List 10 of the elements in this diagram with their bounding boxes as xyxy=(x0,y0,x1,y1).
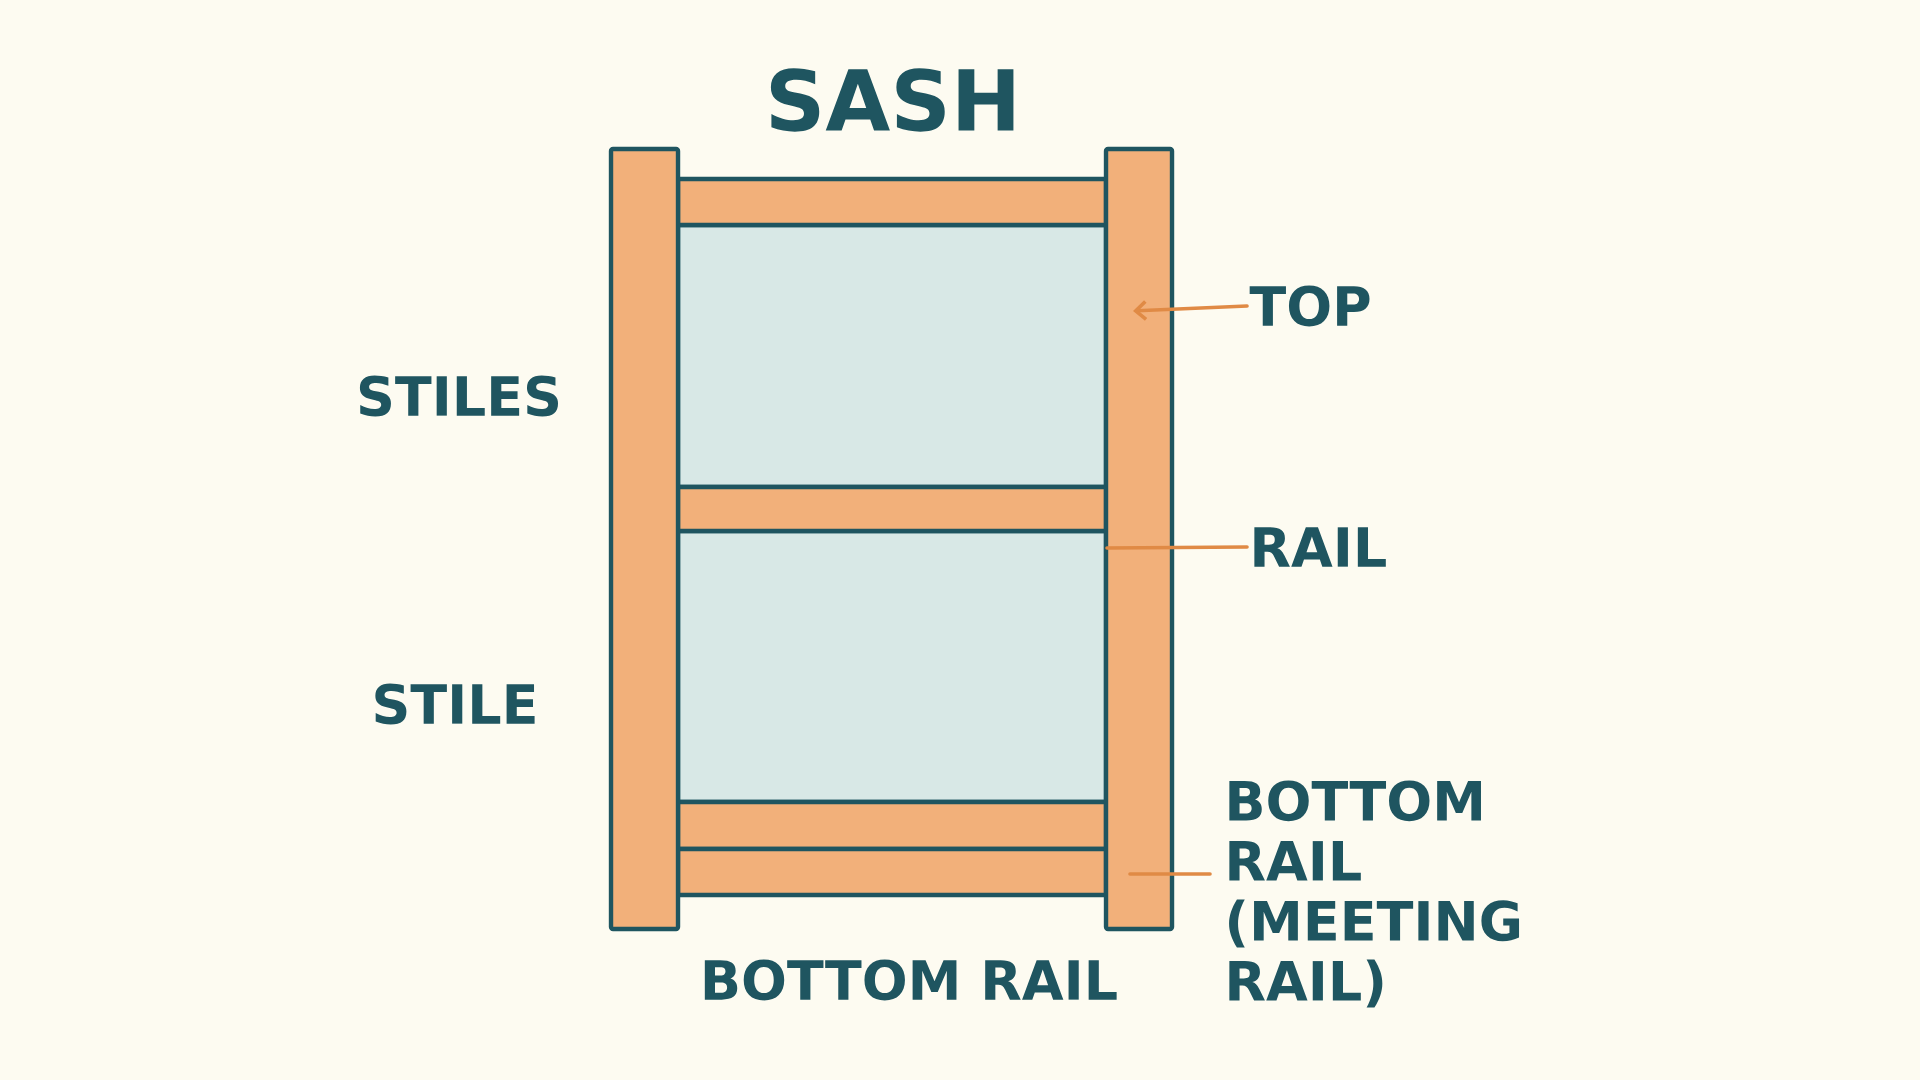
leader-line xyxy=(1128,872,1212,876)
leader-line xyxy=(1133,300,1249,321)
part-label: STILES xyxy=(359,375,559,417)
part-label: TOP xyxy=(1249,285,1370,327)
part-label: BOTTOM RAIL xyxy=(704,959,1117,1001)
part-label: STILE xyxy=(375,683,535,725)
part-label: RAIL xyxy=(1254,527,1386,567)
part-label: BOTTOM RAIL (MEETING RAIL) xyxy=(1229,780,1520,1008)
leader-line xyxy=(1105,545,1249,550)
title: SASH xyxy=(770,68,1014,132)
